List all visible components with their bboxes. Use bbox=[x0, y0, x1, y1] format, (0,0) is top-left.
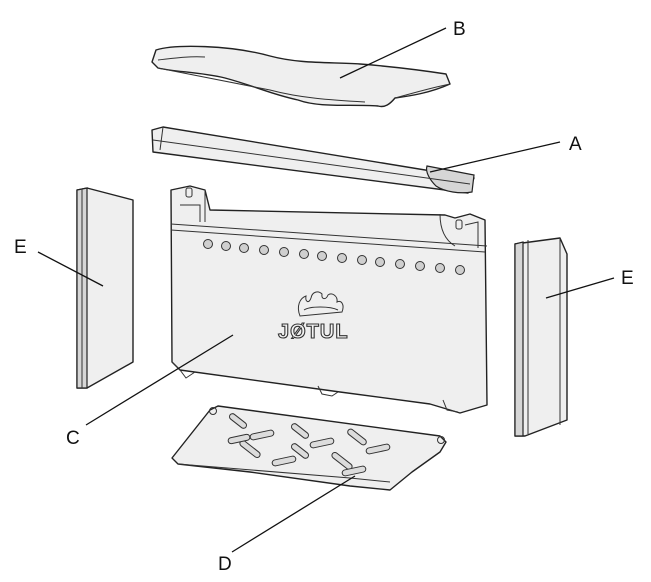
leader-a bbox=[429, 141, 561, 173]
leader-e-right bbox=[545, 277, 615, 299]
label-a: A bbox=[569, 134, 582, 155]
part-d-grate bbox=[171, 405, 447, 491]
label-e-left: E bbox=[14, 237, 27, 258]
part-e-right-brick bbox=[514, 237, 568, 437]
part-a-top-brick bbox=[151, 126, 475, 194]
part-c-back-panel: JØTUL bbox=[170, 185, 488, 414]
label-e-right: E bbox=[621, 268, 634, 289]
leader-e-left bbox=[37, 251, 104, 287]
leader-lines bbox=[37, 27, 615, 553]
part-b-deflector bbox=[151, 45, 451, 108]
label-c: C bbox=[66, 428, 80, 449]
leader-c bbox=[85, 334, 234, 426]
leader-d bbox=[231, 475, 356, 553]
part-e-left-brick bbox=[76, 187, 134, 389]
label-b: B bbox=[453, 19, 466, 40]
label-d: D bbox=[218, 554, 232, 575]
callout-labels: B A E E C D bbox=[14, 19, 634, 575]
jotul-logo: JØTUL bbox=[277, 291, 349, 344]
grate-slots bbox=[227, 413, 391, 477]
leader-b bbox=[339, 27, 447, 79]
logo-text: JØTUL bbox=[278, 321, 349, 343]
vent-holes bbox=[203, 239, 465, 275]
